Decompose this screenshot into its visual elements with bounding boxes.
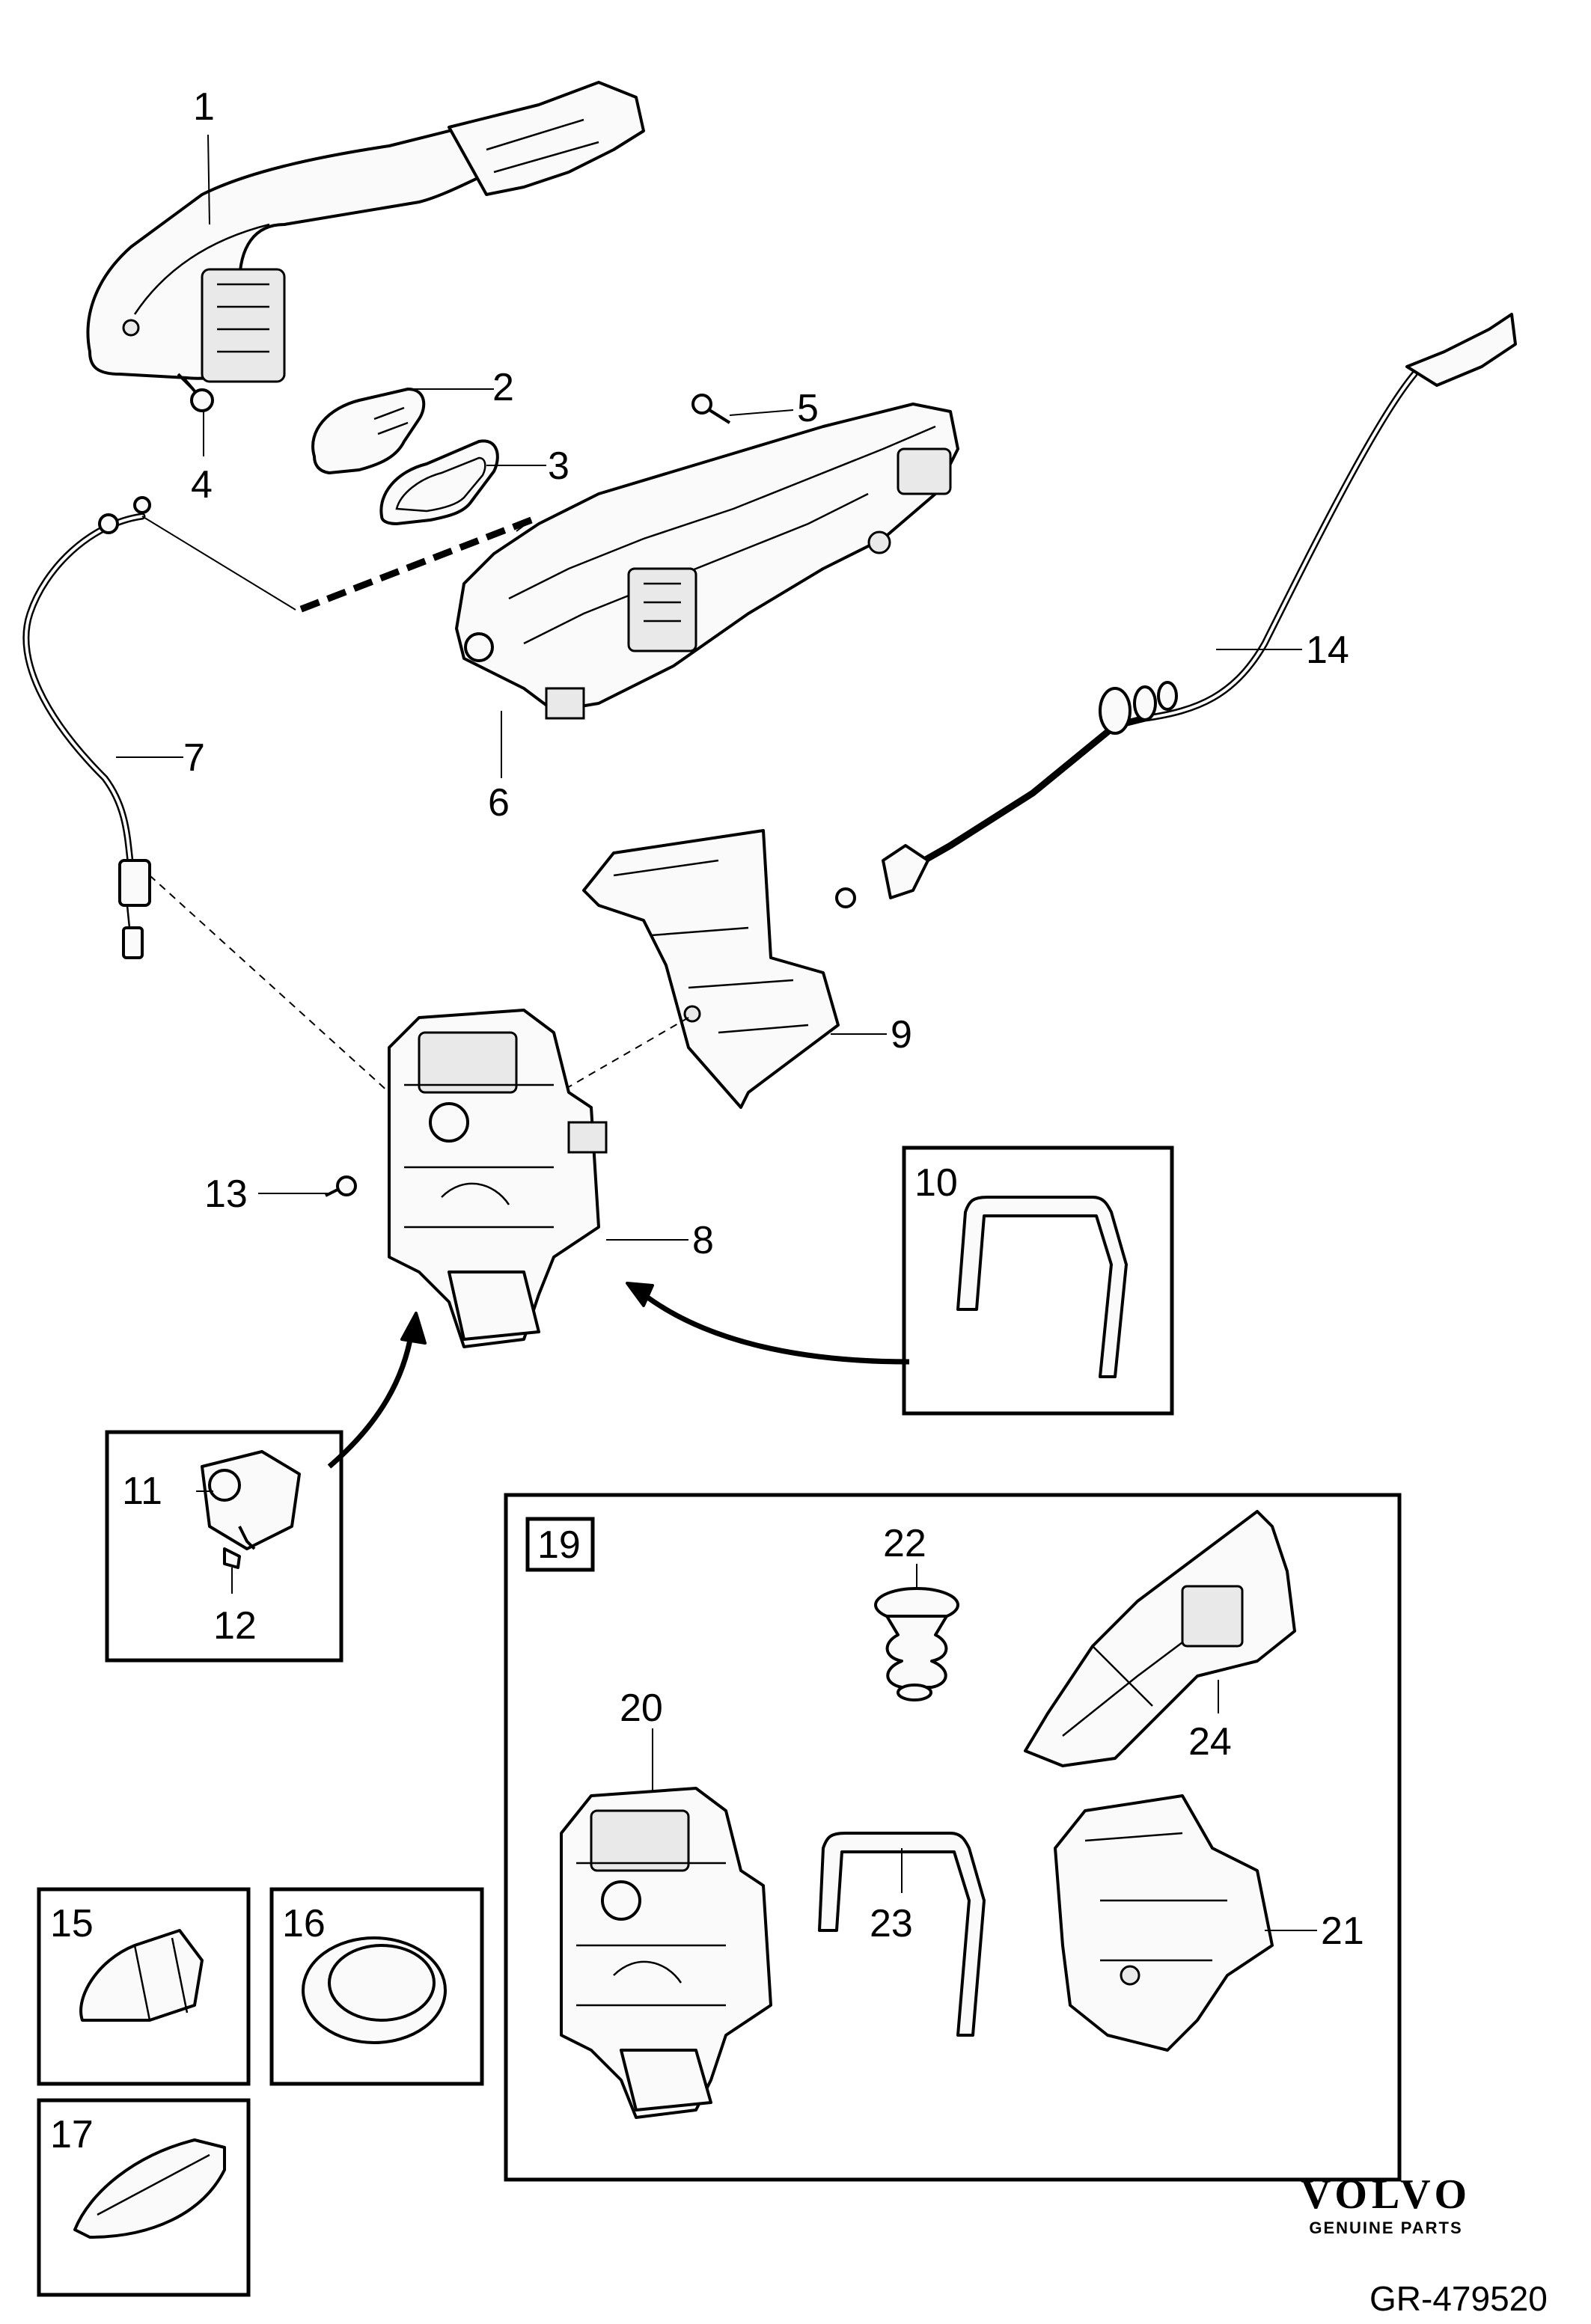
- leader-1: [207, 134, 210, 225]
- box-15: [37, 1887, 251, 2086]
- part-7-cable: [22, 496, 296, 959]
- part-24-bracket: [1024, 1510, 1296, 1767]
- part-13-screw: [325, 1175, 357, 1197]
- callout-14: 14: [1306, 629, 1349, 672]
- callout-21: 21: [1321, 1909, 1364, 1953]
- box-10: [902, 1146, 1174, 1416]
- callout-4: 4: [191, 463, 213, 507]
- arrowhead-10-to-8: [626, 1282, 654, 1307]
- part-23-rod: [818, 1832, 986, 2037]
- connection-line-6-7: [298, 516, 533, 614]
- callout-16: 16: [282, 1902, 326, 1945]
- callout-11: 11: [122, 1470, 162, 1513]
- callout-1: 1: [193, 85, 215, 129]
- callout-5: 5: [797, 387, 819, 430]
- brand-name: VOLVO: [1301, 2171, 1471, 2218]
- volvo-logo: VOLVO GENUINE PARTS: [1301, 2174, 1471, 2238]
- callout-8: 8: [692, 1219, 714, 1262]
- callout-7: 7: [183, 736, 205, 780]
- part-21-cover: [1054, 1794, 1274, 2052]
- arrow-11-to-8: [327, 1331, 415, 1469]
- part-2-cap: [311, 388, 426, 474]
- callout-24: 24: [1188, 1720, 1232, 1764]
- part-22-grommet: [874, 1587, 959, 1701]
- callout-22: 22: [883, 1522, 926, 1565]
- box-19-kit: [504, 1493, 1402, 2182]
- part-3-gasket: [379, 439, 499, 525]
- callout-3: 3: [548, 444, 569, 488]
- brand-subtitle: GENUINE PARTS: [1309, 2218, 1463, 2237]
- part-14-cable: [835, 313, 1517, 908]
- callout-6: 6: [488, 781, 510, 825]
- part-9-cover: [582, 829, 840, 1109]
- box-16: [269, 1887, 484, 2086]
- leader-5: [729, 409, 794, 416]
- callout-15: 15: [50, 1902, 94, 1945]
- diagram-reference: GR-479520: [1369, 2279, 1548, 2318]
- part-1-door-handle: [86, 81, 645, 383]
- dashed-line-9-8: [546, 1017, 689, 1101]
- callout-19: 19: [537, 1523, 581, 1567]
- callout-20: 20: [620, 1687, 663, 1730]
- part-20-lock: [560, 1787, 772, 2119]
- arrowhead-11-to-8: [400, 1312, 427, 1345]
- callout-23: 23: [870, 1902, 913, 1945]
- callout-9: 9: [891, 1013, 912, 1056]
- callout-2: 2: [492, 366, 514, 409]
- part-6-handle-bracket: [455, 403, 959, 720]
- callout-17: 17: [50, 2113, 94, 2156]
- dashed-line-7-8: [149, 875, 390, 1093]
- part-8-lock: [388, 1009, 608, 1348]
- arrow-10-to-8: [641, 1292, 910, 1365]
- callout-13: 13: [204, 1172, 248, 1216]
- part-4-screw: [177, 373, 214, 412]
- part-5-screw: [691, 394, 731, 424]
- callout-12: 12: [213, 1604, 257, 1648]
- callout-10: 10: [914, 1161, 958, 1205]
- box-17: [37, 2098, 251, 2297]
- box-11-12: [105, 1430, 343, 1663]
